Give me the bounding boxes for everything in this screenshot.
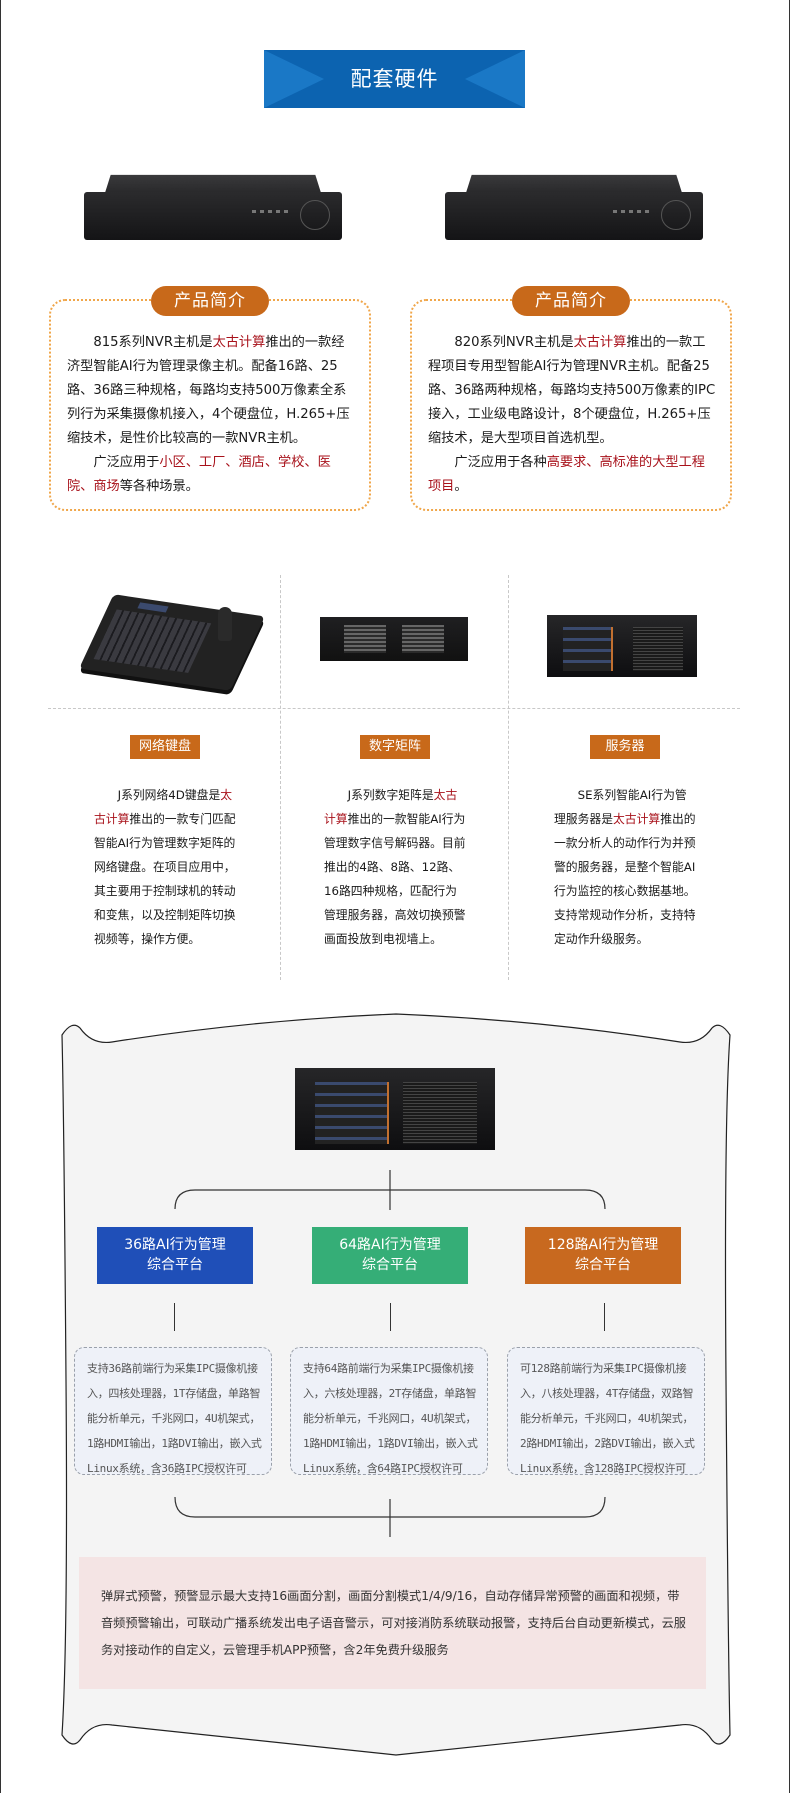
digital-matrix-image [320,617,468,661]
connector-line [604,1303,605,1331]
accessory-keyboard: 网络键盘 J系列网络4D键盘是太古计算推出的一款专门匹配智能AI行为管理数字矩阵… [50,735,280,951]
product-intro-text: 815系列NVR主机是太古计算推出的一款经济型智能AI行为管理录像主机。配备16… [67,331,355,499]
paragraph: 815系列NVR主机是太古计算推出的一款经济型智能AI行为管理录像主机。配备16… [67,335,350,446]
paragraph: 820系列NVR主机是太古计算推出的一款工程项目专用型智能AI行为管理NVR主机… [428,335,716,446]
paragraph: 广泛应用于小区、工厂、酒店、学校、医院、商场等各种场景。 [67,455,331,494]
top-connector-bracket [174,1170,606,1210]
highlight-text: 太古计算 [94,788,233,826]
section-header-banner: 配套硬件 [264,50,525,108]
accessory-tag: 服务器 [590,735,660,759]
column-divider [508,575,509,980]
nvr-recorder-image [84,170,342,245]
banner-right-decoration [465,50,525,108]
highlight-text: 小区、工厂、酒店、学校、医院、商场 [67,455,331,494]
platform-spec-128: 可128路前端行为采集IPC摄像机接入，八核处理器，4T存储盘，双路智能分析单元… [507,1347,705,1475]
banner-left-decoration [264,50,324,108]
server-image [547,615,697,677]
connector-line [390,1303,391,1331]
product-intro-card: 产品简介 815系列NVR主机是太古计算推出的一款经济型智能AI行为管理录像主机… [49,286,371,511]
platform-64-box: 64路AI行为管理 综合平台 [312,1227,468,1284]
product-intro-badge: 产品简介 [512,286,630,316]
highlight-text: 太古计算 [324,788,458,826]
highlight-text: 太古计算 [573,335,627,350]
paragraph: 广泛应用于各种高要求、高标准的大型工程项目。 [428,455,705,494]
central-server-image [295,1068,495,1150]
highlight-text: 太古计算 [212,335,266,350]
platform-128-box: 128路AI行为管理 综合平台 [525,1227,681,1284]
accessory-matrix: 数字矩阵 J系列数字矩阵是太古计算推出的一款智能AI行为管理数字信号解码器。目前… [280,735,510,951]
highlight-text: 太古计算 [613,812,661,826]
accessory-description: J系列网络4D键盘是太古计算推出的一款专门匹配智能AI行为管理数字矩阵的网络键盘… [94,788,236,946]
platform-36-box: 36路AI行为管理 综合平台 [97,1227,253,1284]
platform-spec-36: 支持36路前端行为采集IPC摄像机接入，四核处理器，1T存储盘，单路智能分析单元… [74,1347,272,1475]
nvr-recorder-image [445,170,703,245]
accessory-tag: 数字矩阵 [360,735,430,759]
features-summary: 弹屏式预警，预警显示最大支持16画面分割，画面分割模式1/4/9/16，自动存储… [79,1557,706,1689]
highlight-text: 高要求、高标准的大型工程项目 [428,455,705,494]
bottom-connector-bracket [174,1496,606,1537]
product-intro-text: 820系列NVR主机是太古计算推出的一款工程项目专用型智能AI行为管理NVR主机… [428,331,716,499]
column-divider [280,575,281,980]
product-intro-card: 产品简介 820系列NVR主机是太古计算推出的一款工程项目专用型智能AI行为管理… [410,286,732,511]
platform-spec-64: 支持64路前端行为采集IPC摄像机接入，六核处理器，2T存储盘，单路智能分析单元… [290,1347,488,1475]
accessory-server: 服务器 SE系列智能AI行为管理服务器是太古计算推出的一款分析人的动作行为并预警… [510,735,740,951]
accessory-description: SE系列智能AI行为管理服务器是太古计算推出的一款分析人的动作行为并预警的服务器… [554,788,696,946]
accessory-tag: 网络键盘 [130,735,200,759]
connector-line [174,1303,175,1331]
section-title: 配套硬件 [350,67,439,91]
product-intro-badge: 产品简介 [151,286,269,316]
row-divider [48,708,740,709]
accessory-description: J系列数字矩阵是太古计算推出的一款智能AI行为管理数字信号解码器。目前推出的4路… [324,788,466,946]
